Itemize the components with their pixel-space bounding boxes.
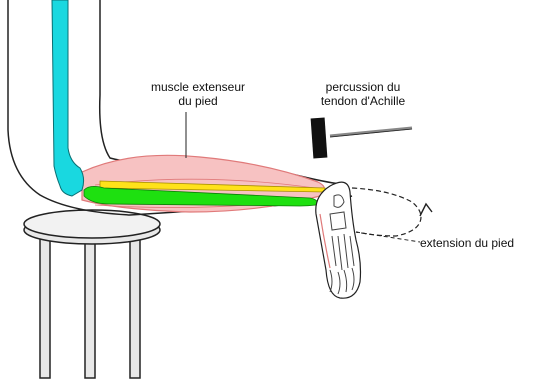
extended-foot-dashed [352,188,421,236]
muscle-label-line1: muscle extenseur [128,80,268,94]
stool-leg-middle [85,238,95,378]
stool-leg-right [130,230,140,378]
stool-leg-left [40,230,50,378]
extension-arrow [420,204,432,216]
percussion-label-line1: percussion du [288,80,438,94]
femur-bone [52,0,84,196]
percussion-label-line2: tendon d'Achille [288,94,438,108]
extension-label: extension du pied [420,236,514,250]
extension-leader-line [356,232,420,242]
foot [316,182,361,298]
stool [24,210,160,378]
muscle-label-line2: du pied [128,94,268,108]
reflex-hammer [311,118,412,159]
hammer-head [311,118,328,159]
hammer-handle [330,128,412,136]
muscle-label: muscle extenseur du pied [128,80,268,108]
percussion-label: percussion du tendon d'Achille [288,80,438,108]
